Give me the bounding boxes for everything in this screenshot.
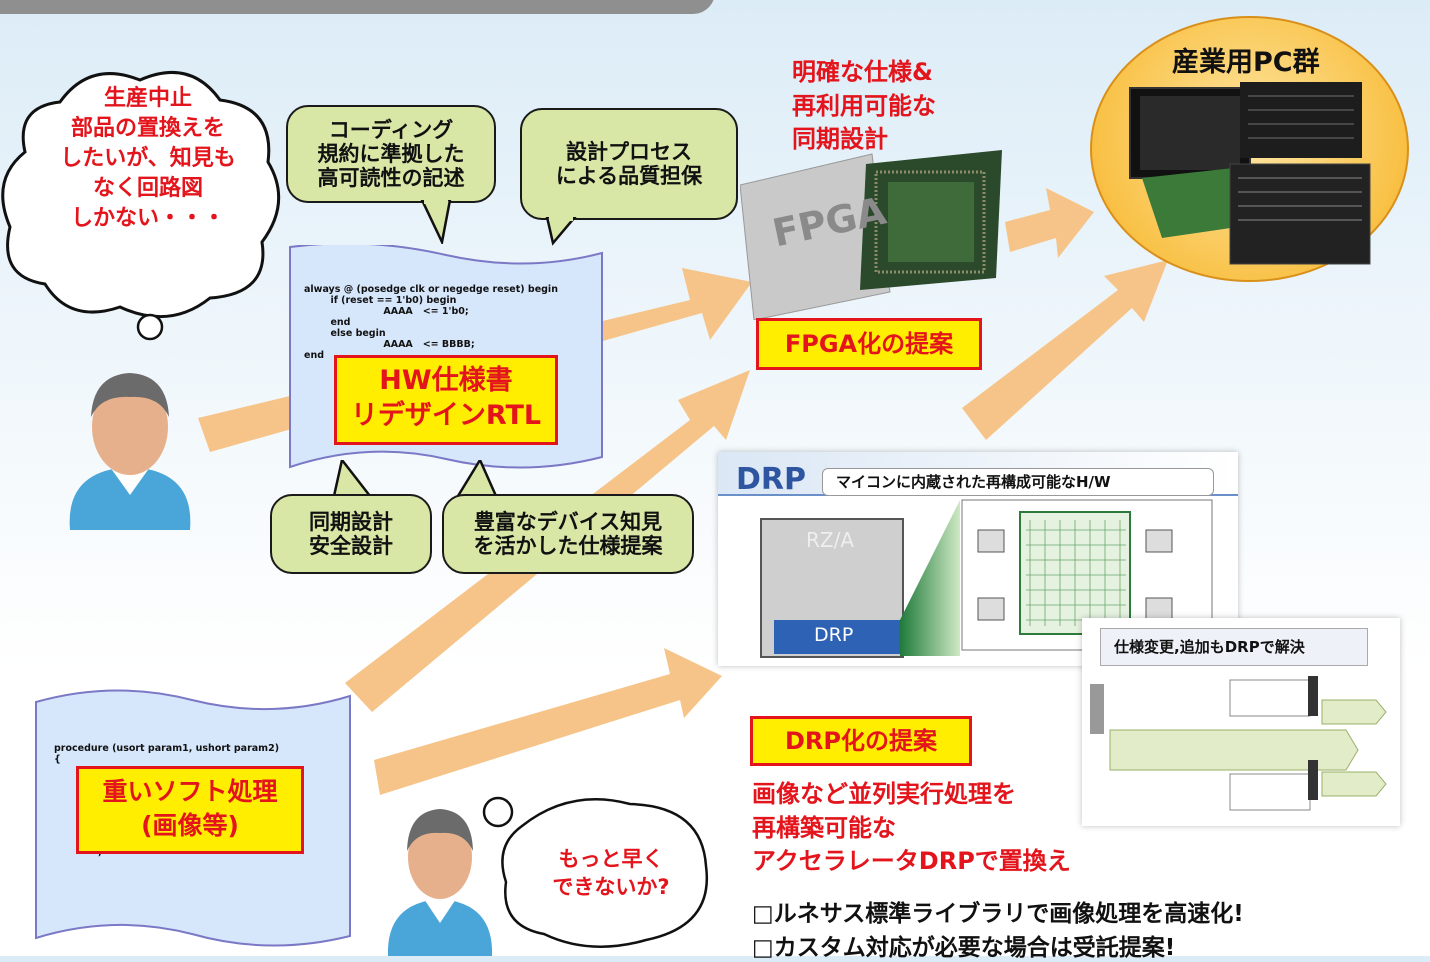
bubble-tail [545, 217, 577, 246]
drp-subslide-title: 仕様変更,追加もDRPで解決 [1114, 638, 1305, 656]
bubble-tail [420, 200, 452, 244]
drp-title-text: マイコンに内蔵された再構成可能なH/W [836, 473, 1111, 491]
pc-group-title: 産業用PC群 [1172, 47, 1320, 78]
arrow-drp-to-pc [962, 260, 1168, 440]
bubble-design-process: 設計プロセス による品質担保 [520, 108, 738, 220]
rz-label: RZ/A [806, 528, 855, 552]
bubble-sync-design: 同期設計 安全設計 [270, 494, 432, 574]
hw-spec-label: HW仕様書 リデザインRTL [334, 355, 558, 445]
person-avatar-2 [387, 809, 493, 956]
thought-cloud [1, 71, 281, 341]
rtl-code: always @ (posedge clk or negedge reset) … [304, 284, 558, 361]
top-banner [0, 0, 715, 14]
drp-title-box [822, 468, 1214, 496]
drp-proposal-label: DRP化の提案 [750, 716, 972, 766]
thought-bubble-2 [482, 796, 709, 948]
arrow-sw-to-drp [374, 648, 722, 795]
drp-block-label: DRP [814, 624, 854, 646]
sw-code: procedure (usort param1, ushort param2) … [54, 743, 280, 765]
bubble-coding-rules: コーディング 規約に準拠した 高可読性の記述 [286, 105, 496, 203]
drp-badge: DRP [736, 462, 806, 497]
drp-subslide-title-box [1100, 628, 1368, 666]
drp-flow-diagram [1090, 676, 1387, 811]
bubble-device-knowledge: 豊富なデバイス知見 を活かした仕様提案 [442, 494, 694, 574]
fpga-caption: 明確な仕様& 再利用可能な 同期設計 [792, 58, 936, 154]
bullet-library: □ルネサス標準ライブラリで画像処理を高速化! [752, 901, 1244, 927]
fpga-proposal-label: FPGA化の提案 [756, 318, 982, 370]
person-avatar-1 [69, 373, 191, 530]
arrow-fpga-to-pc [1005, 188, 1094, 258]
drp-block [774, 620, 900, 654]
concern-text: 生産中止 部品の置換えを したいが、知見も なく回路図 しかない・・・ [60, 86, 236, 231]
fpga-chip-image [740, 150, 1002, 320]
industrial-pc-image [1129, 82, 1371, 265]
drp-caption: 画像など並列実行処理を 再構築可能な アクセラレータDRPで置換え [752, 780, 1071, 876]
heavy-software-label: 重いソフト処理 (画像等) [76, 766, 304, 854]
bullet-custom: □カスタム対応が必要な場合は受託提案! [752, 935, 1176, 961]
faster-question: もっと早く できないか? [552, 847, 670, 899]
